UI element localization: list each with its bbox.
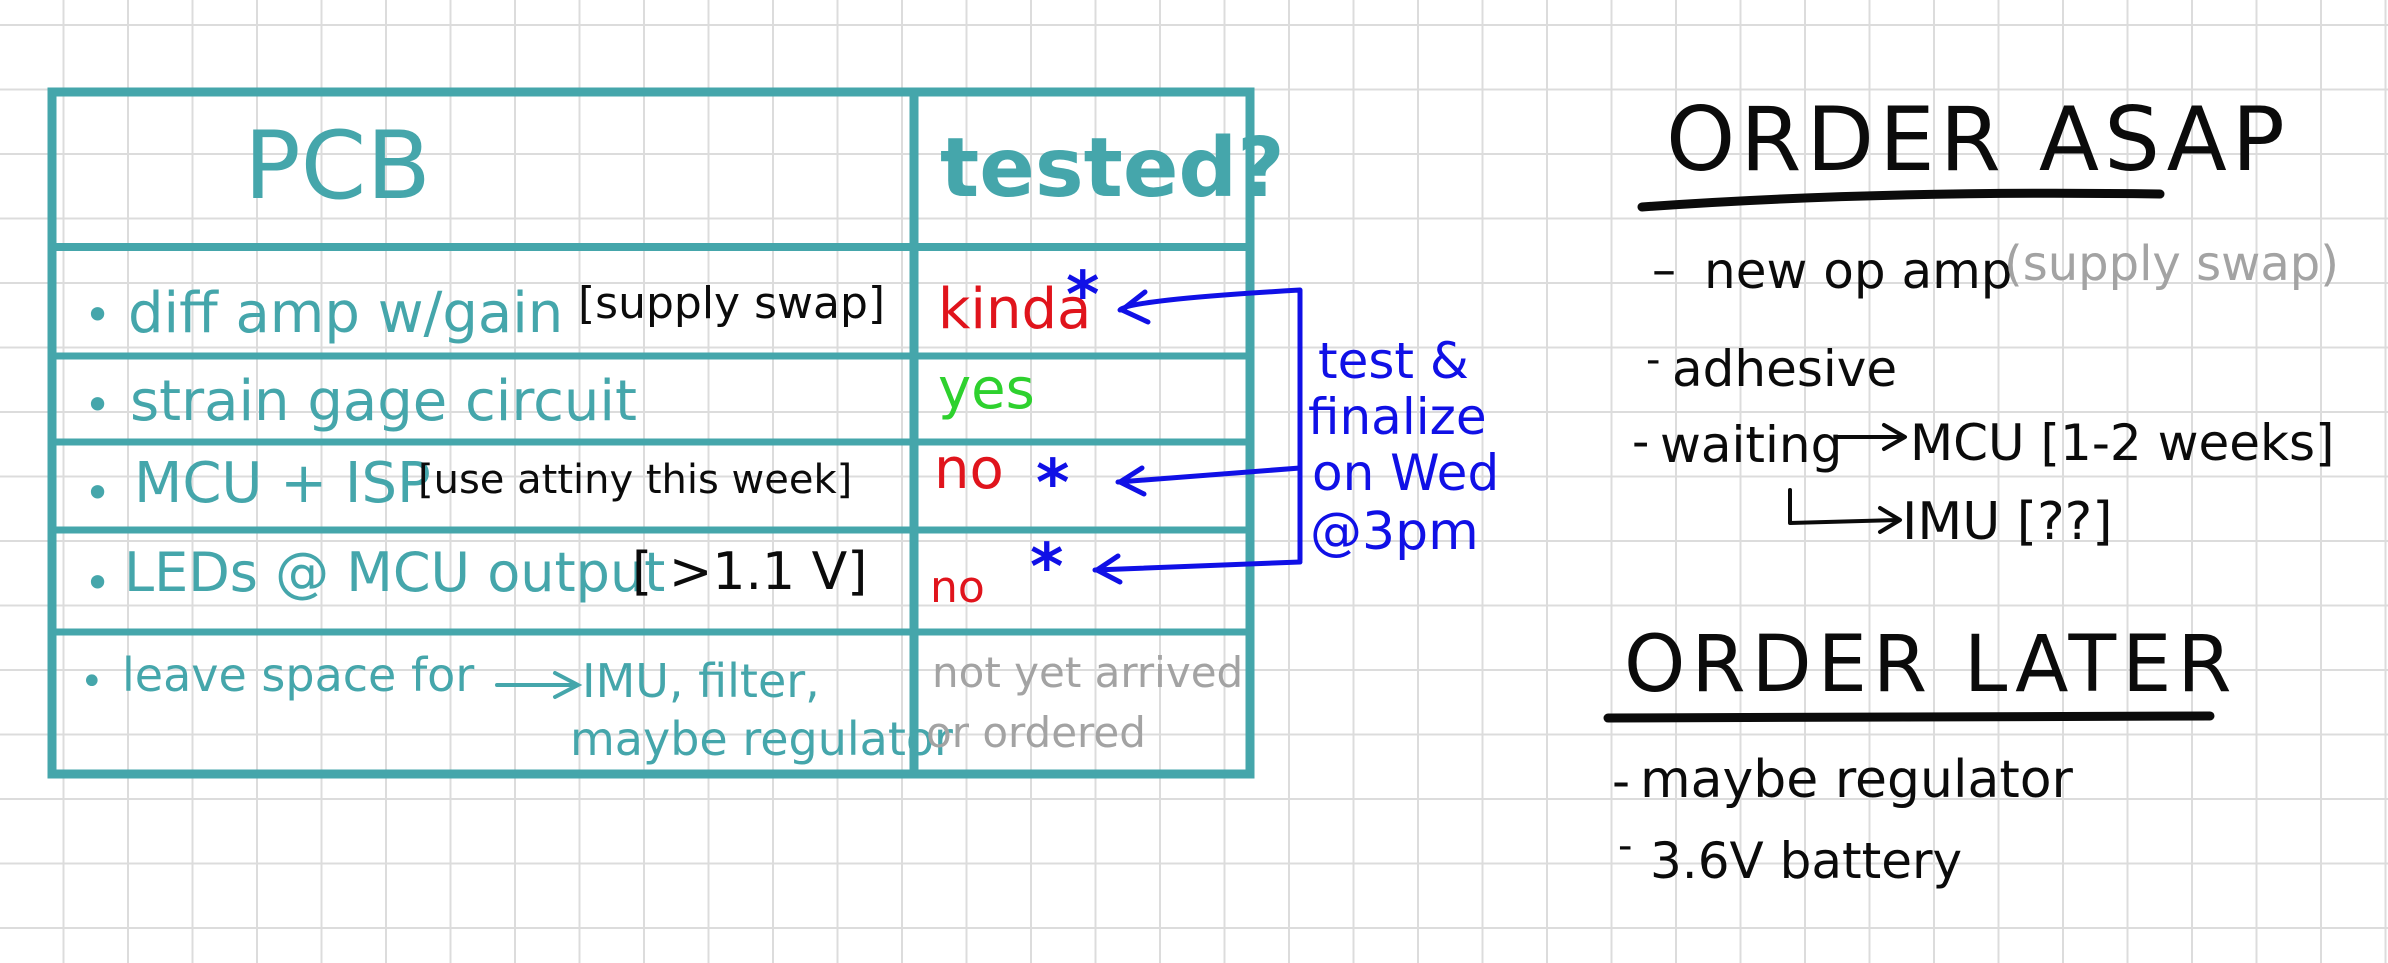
table-header-pcb: PCB [244,112,431,221]
list-dash: – [1652,242,1676,298]
row-tested-value: no [934,437,1004,502]
list-sub-item: IMU [??] [1902,492,2113,552]
black-arrows [1788,423,1907,534]
list-item-text: adhesive [1672,340,1898,398]
annotation-line: test & [1318,332,1469,390]
list-item-text: new op amp [1704,242,2013,300]
table-header-tested: tested? [940,121,1285,216]
row-tested-value: yes [938,357,1035,422]
row-item-label: strain gage circuit [130,369,637,434]
list-item-text: 3.6V battery [1650,832,1963,890]
annotation-line: finalize [1308,388,1487,446]
row-item-label: leave space for [122,648,475,702]
annotation-line: on Wed [1312,444,1500,502]
table-border [47,87,1255,779]
row-tested-continuation: or ordered [926,708,1146,757]
list-item-note: (supply swap) [2004,236,2339,292]
row-bullet: • [84,556,112,610]
row-asterisk: * [1030,531,1064,605]
row-bullet: • [84,378,112,432]
row-bullet: • [84,466,112,520]
list-dash: - [1632,414,1650,470]
list-item-text: maybe regulator [1640,750,2073,810]
order-asap-underline [1637,188,2165,212]
list-dash: - [1612,752,1631,810]
row-item-note: [use attiny this week] [418,457,853,503]
row-bullet: • [84,288,112,342]
row-tested-value: not yet arrived [932,648,1244,697]
annotation-line: @3pm [1310,502,1479,562]
list-dash: - [1618,823,1633,869]
teal-arrow [495,671,583,699]
order-later-underline [1603,711,2215,723]
row-item-note: [supply swap] [578,278,886,329]
order-asap-title: ORDER ASAP [1666,88,2290,191]
row-tested-value: no [930,562,985,613]
row-item-label: MCU + ISP [134,451,431,516]
list-item-text: waiting [1660,416,1843,474]
row-item-note: [ >1.1 V] [632,542,868,602]
row-bullet: • [80,659,104,705]
list-dash: - [1646,337,1661,383]
row-asterisk: * [1036,447,1070,521]
row-tested-value: kinda [938,277,1092,342]
row-item-continuation: IMU, filter, [582,654,820,708]
list-sub-item: MCU [1-2 weeks] [1910,414,2335,472]
row-item-continuation: maybe regulator [570,712,953,766]
blue-bracket-arrows [1092,287,1303,585]
order-later-title: ORDER LATER [1624,620,2238,710]
row-item-label: LEDs @ MCU output [124,541,666,604]
row-item-label: diff amp w/gain [128,281,564,346]
row-asterisk: * [1066,259,1100,333]
